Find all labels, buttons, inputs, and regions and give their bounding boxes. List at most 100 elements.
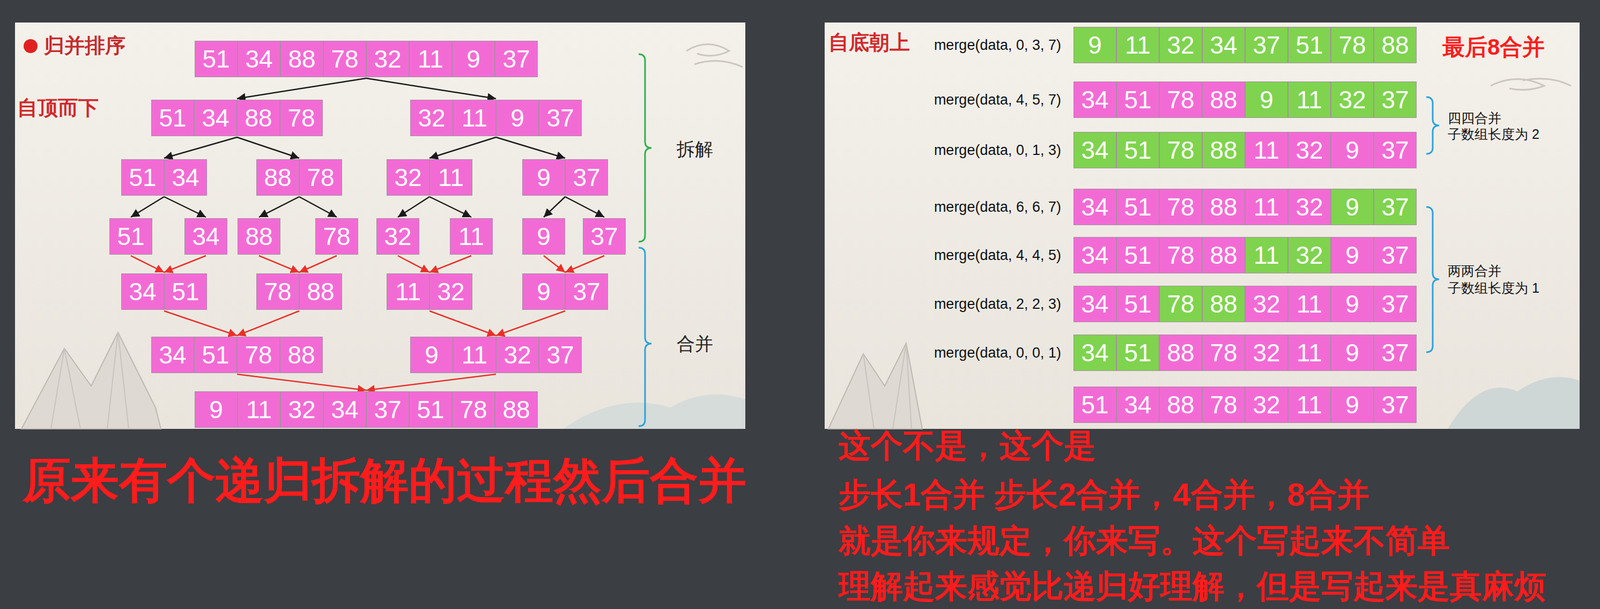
array-cell: 37 (1373, 81, 1417, 118)
array-cell: 51 (409, 391, 453, 428)
array-cell: 78 (1202, 386, 1246, 424)
array-cell: 32 (1287, 236, 1331, 274)
array-box: 3451 (121, 273, 207, 310)
array-cell: 9 (495, 99, 539, 137)
array-cell: 11 (453, 336, 496, 374)
array-cell: 37 (565, 273, 609, 310)
connector-arrow (495, 137, 566, 159)
array-box: 34517888 (151, 336, 323, 374)
array-cell: 51 (1116, 81, 1160, 118)
array-cell: 88 (236, 99, 280, 137)
array-cell: 34 (1116, 386, 1160, 424)
note-text: merge(data, 0, 1, 3) (934, 141, 1062, 159)
array-cell: 88 (1159, 386, 1203, 424)
array-cell: 78 (1159, 188, 1203, 226)
array-cell: 88 (1202, 188, 1246, 226)
connector-arrow (565, 255, 605, 273)
array-cell: 78 (323, 40, 367, 78)
array-cell: 9 (1245, 81, 1288, 118)
array-box: 3211937 (410, 99, 582, 137)
array-cell: 51 (164, 273, 207, 310)
array-cell: 51 (1116, 131, 1160, 169)
note-text: merge(data, 0, 3, 7) (934, 36, 1062, 54)
array-box: 513488783211937 (194, 40, 538, 78)
array-cell: 37 (538, 99, 582, 137)
array-cell: 51 (194, 336, 237, 374)
array-box: 345178881132937 (1073, 131, 1417, 169)
array-cell: 9 (1330, 236, 1374, 274)
array-box: 37 (582, 218, 626, 255)
note-text: 四四合并 (1447, 109, 1502, 127)
array-cell: 9 (522, 273, 566, 310)
merge-bracket (638, 247, 652, 427)
array-cell: 32 (386, 159, 430, 196)
note-text: 这个不是，这个是 (838, 426, 1096, 466)
array-box: 345178881132937 (1073, 236, 1417, 274)
connector-arrow (429, 137, 496, 159)
array-cell: 78 (315, 218, 359, 255)
array-cell: 32 (495, 336, 539, 374)
array-cell: 37 (565, 159, 609, 196)
array-box: 9 (522, 218, 566, 255)
array-box: 345178881132937 (1073, 188, 1417, 226)
array-cell: 78 (1159, 131, 1203, 169)
cloud-swirl (1490, 78, 1572, 91)
array-cell: 9 (1330, 386, 1374, 424)
array-cell: 9 (522, 218, 566, 255)
connector-arrow (236, 310, 300, 336)
connector-arrow (565, 196, 605, 218)
array-cell: 88 (280, 40, 324, 78)
array-cell: 51 (1116, 285, 1160, 323)
connector-arrow (397, 196, 430, 218)
array-cell: 34 (151, 336, 195, 374)
array-cell: 32 (366, 40, 410, 78)
connector-arrow (299, 196, 337, 218)
array-cell: 32 (1245, 334, 1288, 372)
array-cell: 51 (121, 159, 165, 196)
array-box: 9113237 (410, 336, 582, 374)
connector-arrow (164, 255, 206, 273)
array-box: 11 (449, 218, 493, 255)
mountain-hatching (863, 343, 912, 429)
note-text: merge(data, 4, 5, 7) (934, 91, 1062, 109)
connector-arrow (258, 255, 300, 273)
array-cell: 11 (1287, 285, 1331, 323)
connector-arrow (543, 255, 566, 273)
note-text: 拆解 (676, 138, 714, 161)
connector-arrow (258, 196, 300, 218)
array-cell: 37 (1373, 236, 1417, 274)
array-cell: 78 (1330, 26, 1374, 64)
array-box: 345188783211937 (1073, 334, 1417, 372)
array-box: 7888 (256, 273, 343, 310)
array-cell: 11 (1287, 334, 1331, 372)
array-cell: 51 (1073, 386, 1117, 424)
connector-arrow (130, 196, 165, 218)
note-text: 子数组长度为 1 (1447, 279, 1540, 296)
group-bracket (1426, 97, 1440, 154)
connector-arrow (366, 374, 496, 391)
bullet-dot (23, 39, 38, 54)
connector-arrow (429, 255, 472, 273)
array-cell: 88 (299, 273, 343, 310)
array-box: 345178889113237 (1073, 81, 1417, 118)
array-box: 937 (522, 273, 609, 310)
connector-arrow (397, 255, 430, 273)
array-cell: 51 (109, 218, 153, 255)
array-cell: 88 (1202, 131, 1246, 169)
array-cell: 11 (237, 391, 281, 428)
array-cell: 9 (522, 159, 566, 196)
array-box: 78 (315, 218, 359, 255)
array-box: 937 (522, 159, 609, 196)
connector-arrow (543, 196, 566, 218)
array-cell: 34 (1073, 285, 1117, 323)
array-cell: 78 (299, 159, 343, 196)
array-cell: 88 (1159, 334, 1203, 372)
array-cell: 88 (237, 218, 281, 255)
array-cell: 37 (1373, 188, 1417, 226)
array-box: 911323437517888 (194, 391, 538, 428)
array-cell: 51 (151, 99, 195, 137)
array-cell: 37 (1245, 26, 1288, 64)
array-cell: 11 (386, 273, 430, 310)
note-text: 归并排序 (43, 33, 126, 59)
